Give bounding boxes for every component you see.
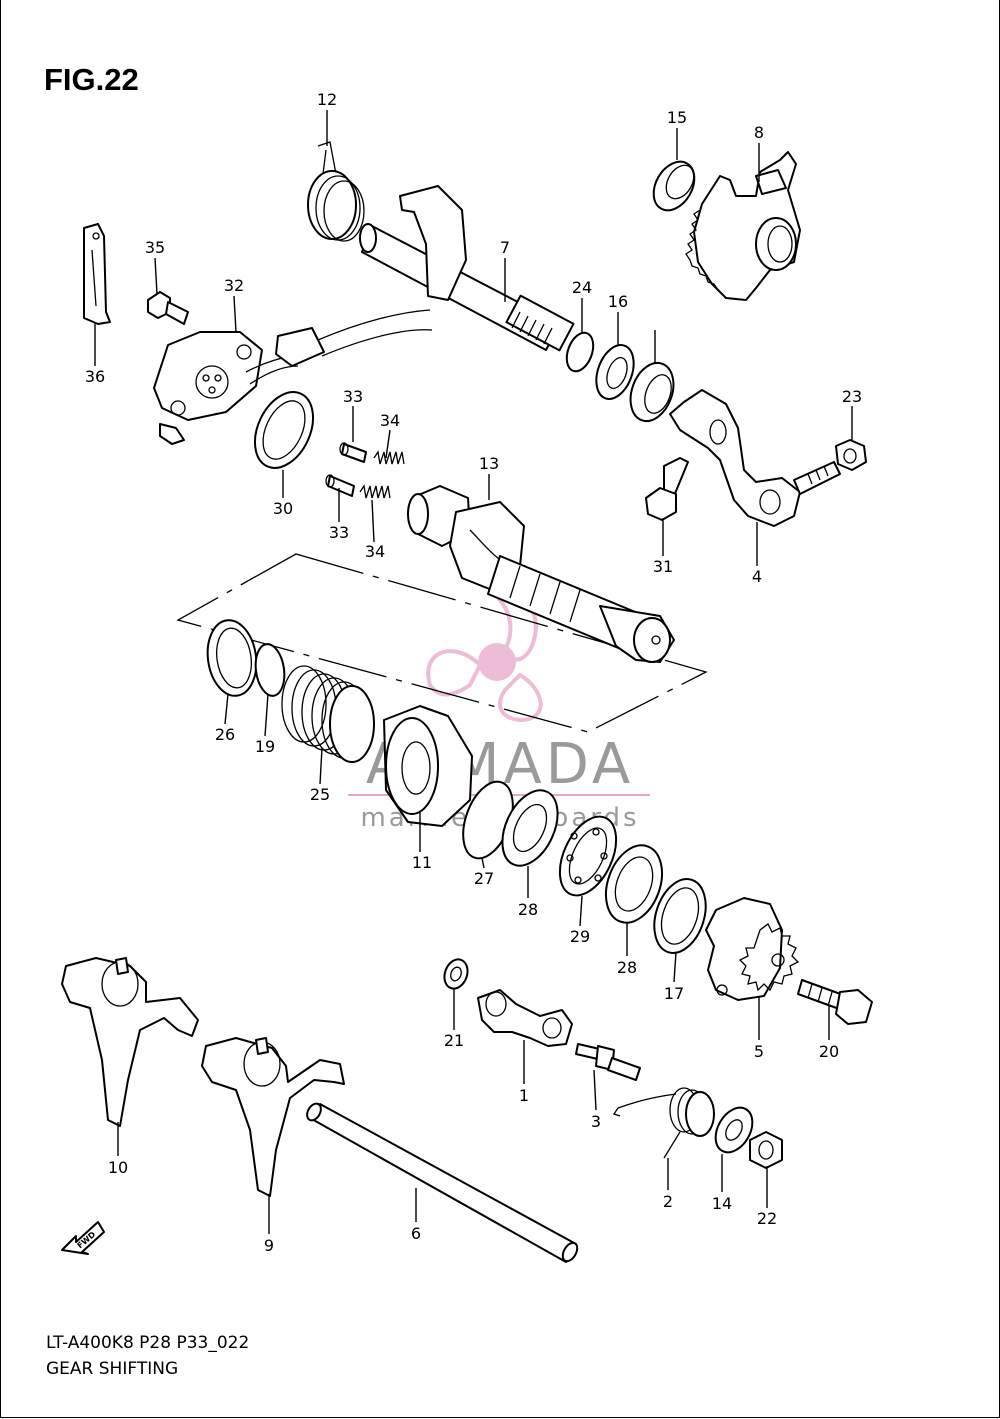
- callout-14: 14: [712, 1194, 732, 1213]
- part-11-sleeve: [383, 705, 473, 827]
- figure-title: FIG.22: [44, 62, 139, 97]
- callout-27: 27: [474, 869, 494, 888]
- part-12-spring: [307, 141, 365, 242]
- part-34-spring-upper: [373, 450, 405, 465]
- part-25-coil-spring: [281, 665, 375, 763]
- part-6-fork-shaft: [306, 1102, 579, 1263]
- callout-36: 36: [85, 367, 105, 386]
- part-16-washer: [595, 344, 635, 400]
- callout-26: 26: [215, 725, 235, 744]
- part-10-shift-fork: [61, 957, 199, 1127]
- callout-33-upper: 33: [343, 387, 363, 406]
- callout-6: 6: [411, 1224, 421, 1243]
- callout-2: 2: [663, 1192, 673, 1211]
- part-21-washer: [443, 958, 469, 990]
- part-17-washer: [653, 878, 707, 954]
- fwd-arrow-icon: FWD: [61, 1221, 105, 1255]
- callout-9: 9: [264, 1236, 274, 1255]
- callout-10: 10: [108, 1158, 128, 1177]
- part-20-bolt: [797, 979, 873, 1025]
- callout-33-lower: 33: [329, 523, 349, 542]
- callout-8: 8: [754, 123, 764, 142]
- callout-16: 16: [608, 292, 628, 311]
- part-3-pin-bolt: [575, 1043, 641, 1081]
- callout-35: 35: [145, 238, 165, 257]
- callout-17: 17: [664, 984, 684, 1003]
- watermark-logo: [426, 596, 543, 723]
- callout-22: 22: [757, 1209, 777, 1228]
- part-35-bolt: [147, 291, 189, 325]
- model-code: LT-A400K8 P28 P33_022: [46, 1333, 250, 1353]
- part-28-washer-upper: [501, 789, 559, 867]
- callout-3: 3: [591, 1112, 601, 1131]
- part-2-torsion-spring: [612, 1087, 715, 1159]
- part-26-ring: [206, 619, 258, 697]
- callout-25: 25: [310, 785, 330, 804]
- callout-29: 29: [570, 927, 590, 946]
- part-22-nut: [749, 1131, 783, 1169]
- callout-7: 7: [500, 238, 510, 257]
- part-34-spring-lower: [359, 484, 391, 499]
- callout-4: 4: [752, 567, 762, 586]
- section-name: GEAR SHIFTING: [46, 1359, 179, 1379]
- part-4-link-arm: [669, 389, 841, 527]
- assembly-outline: [176, 553, 708, 733]
- part-32-switch: [153, 309, 433, 445]
- callout-19: 19: [255, 737, 275, 756]
- part-29-bearing: [558, 815, 618, 897]
- part-30-oring: [253, 391, 315, 469]
- callout-28-lower: 28: [617, 958, 637, 977]
- callout-5: 5: [754, 1042, 764, 1061]
- part-8-gear-arm: [685, 151, 801, 301]
- part-7-shift-shaft: [359, 185, 575, 352]
- callout-28-upper: 28: [518, 900, 538, 919]
- part-9-shift-fork: [201, 1037, 345, 1197]
- callout-21: 21: [444, 1031, 464, 1050]
- part-18-seal: [629, 361, 675, 423]
- part-15-bushing: [652, 160, 696, 212]
- part-33-pin-upper: [339, 442, 367, 463]
- callout-24: 24: [572, 278, 592, 297]
- callout-31: 31: [653, 557, 673, 576]
- part-23-nut: [835, 439, 867, 471]
- callout-30: 30: [273, 499, 293, 518]
- part-24-circlip: [565, 331, 595, 373]
- callout-12: 12: [317, 90, 337, 109]
- callout-23: 23: [842, 387, 862, 406]
- leader-lines: [94, 110, 853, 1234]
- callout-20: 20: [819, 1042, 839, 1061]
- part-5-stopper-gear: [705, 897, 800, 1001]
- part-31-bolt: [645, 457, 689, 521]
- callout-34-upper: 34: [380, 411, 400, 430]
- part-19-circlip: [254, 643, 286, 697]
- callout-13: 13: [479, 454, 499, 473]
- callout-labels: 12 35 32 36 7 24 16 15 8 23 4 31 33 34 3…: [85, 90, 862, 1255]
- part-28-washer-lower: [604, 844, 664, 924]
- callout-1: 1: [519, 1086, 529, 1105]
- callout-34-lower: 34: [365, 542, 385, 561]
- part-14-washer: [714, 1106, 754, 1154]
- part-13-cam-drum: [407, 485, 675, 663]
- part-36-bracket: [83, 223, 111, 325]
- callout-11: 11: [412, 853, 432, 872]
- callout-32: 32: [224, 276, 244, 295]
- part-33-pin-lower: [325, 474, 355, 497]
- callout-15: 15: [667, 108, 687, 127]
- part-1-stopper-arm: [477, 989, 573, 1047]
